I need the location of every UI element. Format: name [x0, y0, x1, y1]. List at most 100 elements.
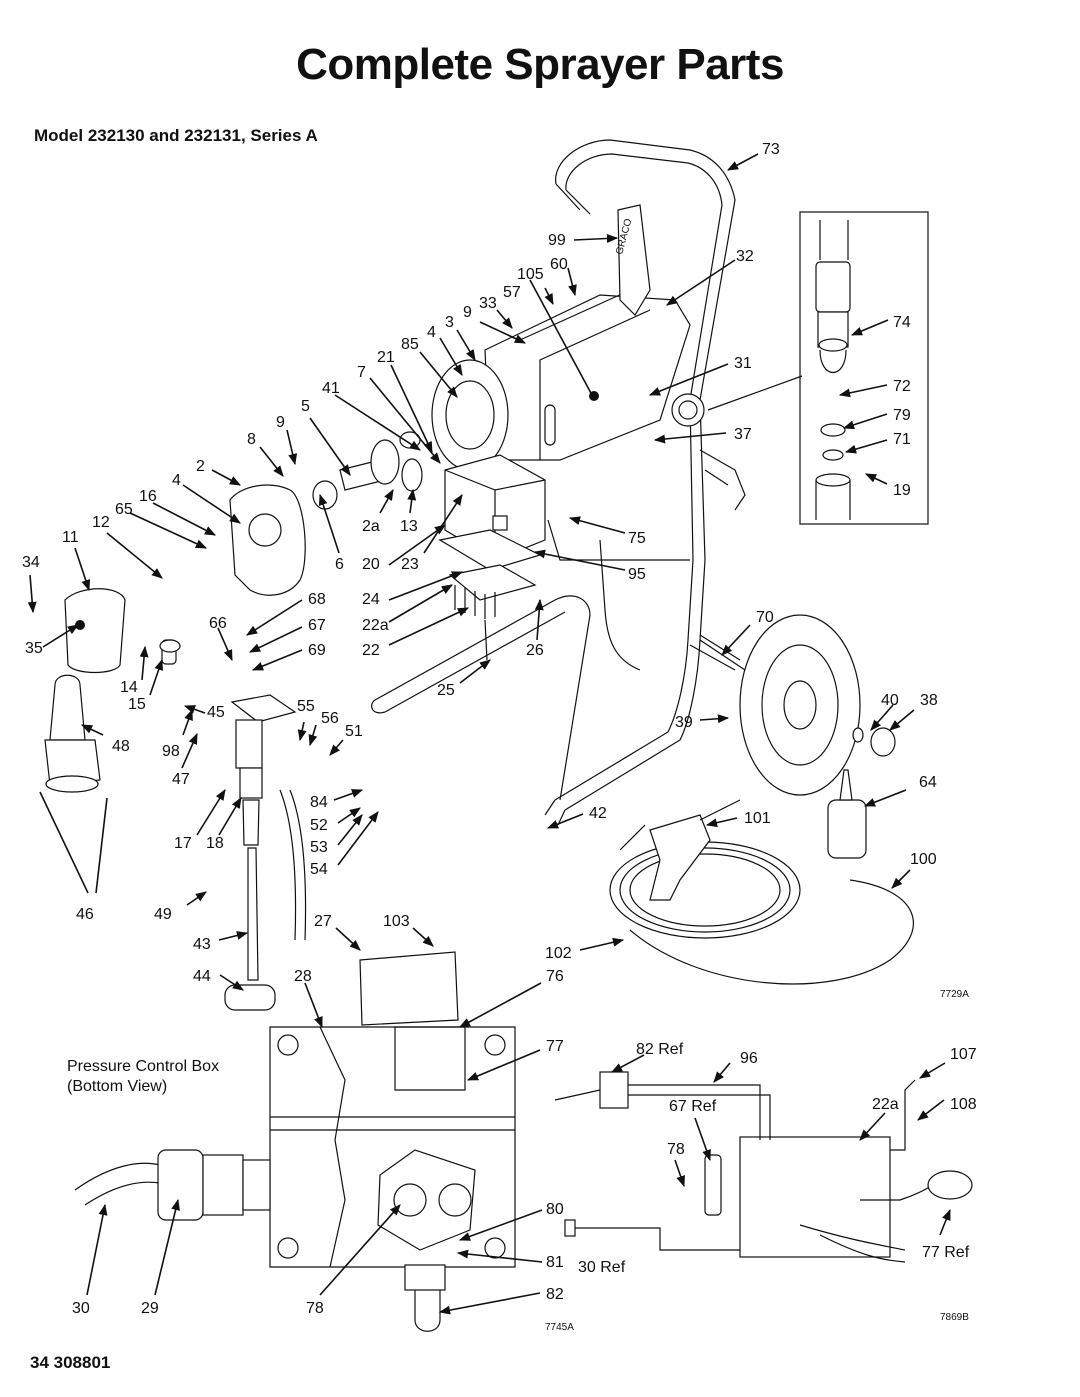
callout-82-ref: 82 Ref: [636, 1041, 684, 1058]
callout-76: 76: [546, 968, 564, 985]
fluid-manifold-drawing: [224, 694, 307, 1011]
callout-13: 13: [400, 518, 418, 535]
callout-57: 57: [503, 284, 521, 301]
callout-96: 96: [740, 1050, 758, 1067]
motor-housing-drawing: [431, 287, 705, 471]
callout-77-ref: 77 Ref: [922, 1244, 970, 1261]
callout-71: 71: [893, 431, 911, 448]
callout-22a: 22a: [362, 617, 389, 634]
callout-22a-ref: 22a: [872, 1096, 899, 1113]
lower-pipe-drawing: [371, 595, 591, 801]
callout-82: 82: [546, 1286, 564, 1303]
callout-27: 27: [314, 913, 332, 930]
callout-29: 29: [141, 1300, 159, 1317]
callout-9-top: 9: [463, 304, 472, 321]
callout-70: 70: [756, 609, 774, 626]
page-title: Complete Sprayer Parts: [296, 40, 784, 89]
callout-84: 84: [310, 794, 328, 811]
callout-20: 20: [362, 556, 380, 573]
callout-6: 6: [335, 556, 344, 573]
model-subtitle: Model 232130 and 232131, Series A: [34, 126, 318, 145]
callout-12: 12: [92, 514, 110, 531]
wiring-schematic-drawing: [554, 1071, 973, 1263]
callout-65: 65: [115, 501, 133, 518]
callout-11: 11: [62, 529, 79, 546]
pressure-control-box-caption: Pressure Control Box (Bottom View): [67, 1057, 219, 1097]
callout-15: 15: [128, 696, 146, 713]
pump-detail-inset: [707, 211, 929, 525]
callout-46: 46: [76, 906, 94, 923]
callout-77: 77: [546, 1038, 564, 1055]
callout-37: 37: [734, 426, 752, 443]
callout-7: 7: [357, 364, 366, 381]
callout-33: 33: [479, 295, 497, 312]
callout-45: 45: [207, 704, 225, 721]
callout-26: 26: [526, 642, 544, 659]
gear-train-drawing: [312, 431, 423, 510]
figure-code-7745a: 7745A: [545, 1322, 574, 1333]
callout-32: 32: [736, 248, 754, 265]
callout-labels: 73 99 32 105 60 33 57 9 3 4 85 21 7 41 5…: [22, 141, 977, 1317]
callout-55: 55: [297, 698, 315, 715]
callout-42: 42: [589, 805, 607, 822]
callout-103: 103: [383, 913, 410, 930]
callout-30-ref: 30 Ref: [578, 1259, 626, 1276]
callout-52: 52: [310, 817, 328, 834]
callout-69: 69: [308, 642, 326, 659]
callout-35: 35: [25, 640, 43, 657]
callout-23: 23: [401, 556, 419, 573]
callout-81: 81: [546, 1254, 564, 1271]
callout-8: 8: [247, 431, 256, 448]
callout-31: 31: [734, 355, 752, 372]
callout-102: 102: [545, 945, 572, 962]
callout-80: 80: [546, 1201, 564, 1218]
callout-48: 48: [112, 738, 130, 755]
callout-66: 66: [209, 615, 227, 632]
callout-51: 51: [345, 723, 363, 740]
callout-25: 25: [437, 682, 455, 699]
callout-56: 56: [321, 710, 339, 727]
callout-44: 44: [193, 968, 211, 985]
leader-lines: [27, 153, 951, 1315]
callout-67-ref: 67 Ref: [669, 1098, 717, 1115]
callout-101: 101: [744, 810, 771, 827]
callout-98: 98: [162, 743, 180, 760]
callout-22: 22: [362, 642, 380, 659]
callout-64: 64: [919, 774, 937, 791]
callout-2: 2: [196, 458, 205, 475]
page-footer: 34 308801: [30, 1353, 111, 1372]
callout-107: 107: [950, 1046, 977, 1063]
callout-49: 49: [154, 906, 172, 923]
callout-105: 105: [517, 266, 544, 283]
callout-9-left: 9: [276, 414, 285, 431]
callout-78-schematic: 78: [667, 1141, 685, 1158]
callout-4-left: 4: [172, 472, 181, 489]
callout-60: 60: [550, 256, 568, 273]
hose-reel-gun-drawing: [609, 799, 914, 985]
cart-frame-drawing: [544, 139, 746, 826]
callout-100: 100: [910, 851, 937, 868]
frame-handle-grip-drawing: GRACO: [614, 204, 651, 316]
control-box-drawing: [438, 454, 546, 661]
callout-17: 17: [174, 835, 192, 852]
callout-99: 99: [548, 232, 566, 249]
callout-39: 39: [675, 714, 693, 731]
callout-24: 24: [362, 591, 380, 608]
callout-2a: 2a: [362, 518, 380, 535]
callout-75: 75: [628, 530, 646, 547]
callout-34: 34: [22, 554, 40, 571]
wheel-drawing: [699, 614, 896, 859]
callout-53: 53: [310, 839, 328, 856]
callout-95: 95: [628, 566, 646, 583]
callout-43: 43: [193, 936, 211, 953]
figure-code-7869b: 7869B: [940, 1312, 969, 1323]
callout-74: 74: [893, 314, 911, 331]
callout-30: 30: [72, 1300, 90, 1317]
front-cover-drawing: [64, 484, 306, 674]
callout-38: 38: [920, 692, 938, 709]
figure-code-7729a: 7729A: [940, 989, 969, 1000]
callout-78-bottom: 78: [306, 1300, 324, 1317]
callout-72: 72: [893, 378, 911, 395]
callout-3: 3: [445, 314, 454, 331]
callout-73: 73: [762, 141, 780, 158]
